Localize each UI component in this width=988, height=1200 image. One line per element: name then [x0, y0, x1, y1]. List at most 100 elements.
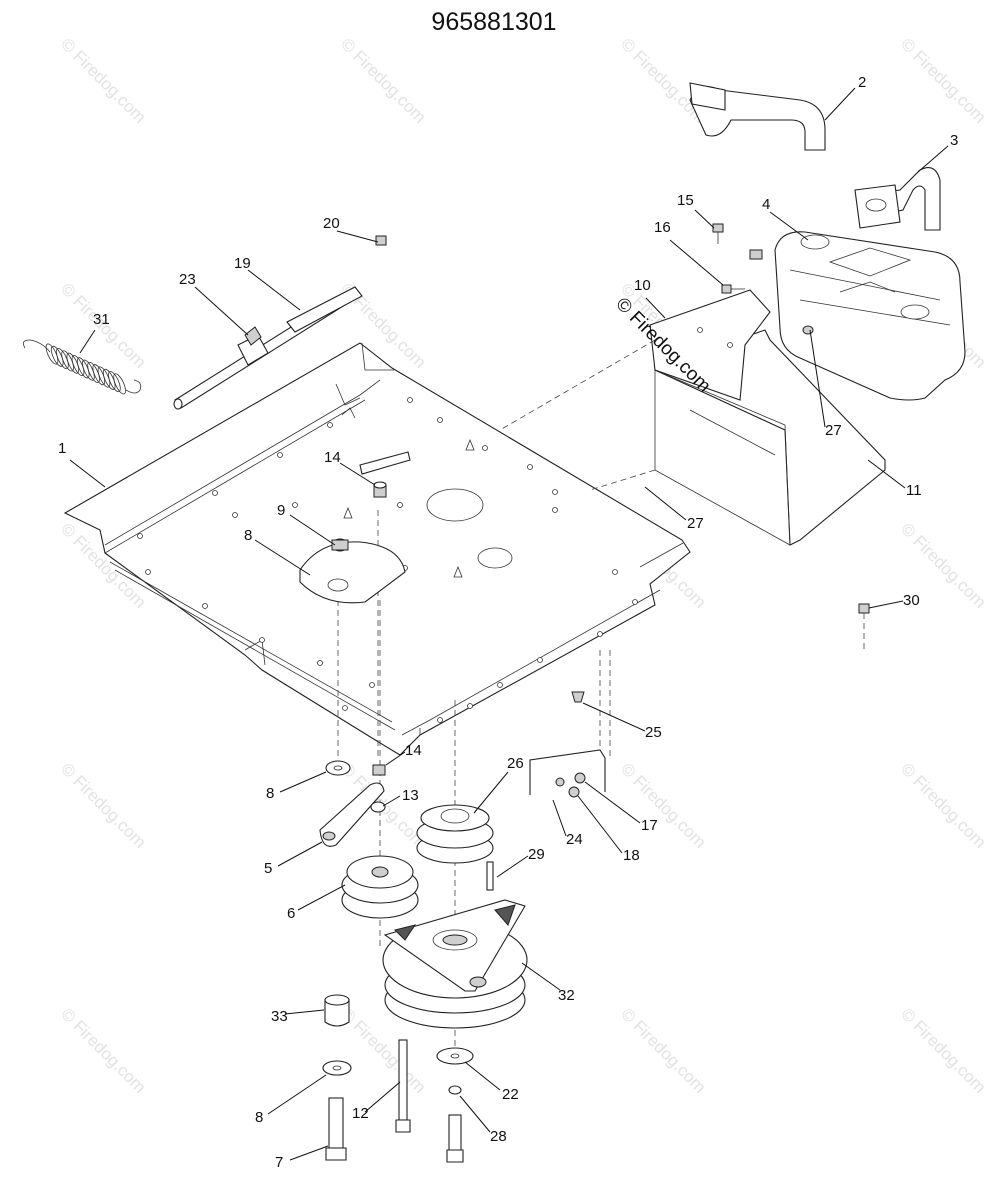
mounting-hole	[292, 502, 298, 508]
spring-coil	[71, 354, 85, 377]
mounting-hole	[437, 417, 443, 423]
watermark-text: © Firedog.com	[617, 759, 709, 851]
spring-coil	[76, 357, 90, 379]
leader-line-18	[577, 795, 623, 854]
part-label-25: 25	[645, 724, 662, 741]
mounting-hole	[202, 603, 208, 609]
leader-line-23	[194, 286, 249, 336]
leader-line-26	[473, 771, 509, 814]
leader-line-31	[79, 329, 96, 354]
leader-line-12	[364, 1081, 401, 1113]
muffler	[689, 82, 966, 401]
mounting-hole	[527, 464, 533, 470]
leader-line-19	[247, 269, 301, 311]
leader-line-33	[284, 1009, 325, 1015]
pivot-plate	[299, 538, 406, 604]
leader-line-11	[867, 459, 906, 489]
part-label-28: 28	[490, 1128, 507, 1145]
part-label-4: 4	[762, 196, 770, 213]
part-label-8: 8	[266, 785, 274, 802]
mounting-hole	[497, 682, 503, 688]
part-label-15: 15	[677, 192, 694, 209]
part-label-20: 20	[323, 215, 340, 232]
part-label-18: 18	[623, 847, 640, 864]
leader-line-32	[521, 962, 561, 991]
spring-coil	[113, 373, 126, 395]
leader-line-29	[496, 855, 529, 878]
part-label-8: 8	[244, 527, 252, 544]
leader-line-6	[297, 884, 346, 911]
idler-bracket	[529, 749, 606, 798]
part-label-27: 27	[825, 422, 842, 439]
spring-coil	[102, 368, 116, 390]
mounting-hole	[137, 533, 143, 539]
deck-plate	[63, 342, 691, 1050]
idler-arm	[319, 760, 386, 847]
callouts: 1234567910111213151617181920222324252628…	[58, 74, 958, 1171]
spring-coil	[92, 364, 106, 386]
leader-line-13	[382, 795, 401, 807]
part-label-30: 30	[903, 592, 920, 609]
watermark-text: © Firedog.com	[57, 759, 149, 851]
spring-coil	[50, 345, 64, 367]
mounting-hole	[612, 569, 618, 575]
part-label-8: 8	[255, 1109, 263, 1126]
bolt-25	[571, 691, 585, 703]
heat-shield	[499, 289, 886, 546]
leader-line-2	[824, 87, 856, 121]
lower-hardware	[322, 994, 474, 1163]
mounting-hole	[212, 490, 218, 496]
leader-line-10	[645, 297, 666, 319]
mounting-hole	[317, 660, 323, 666]
part-label-27: 27	[687, 515, 704, 532]
part-label-10: 10	[634, 277, 651, 294]
leader-line-22	[464, 1061, 501, 1091]
part-label-7: 7	[275, 1154, 283, 1171]
spring-coil	[45, 343, 59, 365]
leader-line-27	[644, 486, 687, 521]
mounting-hole	[327, 422, 333, 428]
leader-line-24	[552, 799, 567, 837]
leader-line-25	[582, 702, 646, 732]
spring-coil	[61, 350, 74, 372]
part-label-33: 33	[271, 1008, 288, 1025]
part-label-17: 17	[641, 817, 658, 834]
leader-line-7	[289, 1145, 329, 1161]
mounting-hole	[342, 705, 348, 711]
part-label-22: 22	[502, 1086, 519, 1103]
part-label-11: 11	[906, 482, 922, 499]
spring-coil	[56, 348, 69, 370]
leader-line-8	[254, 539, 311, 576]
mounting-hole	[437, 717, 443, 723]
part-label-3: 3	[950, 132, 958, 149]
leader-line-16	[669, 239, 724, 286]
mounting-hole	[467, 703, 473, 709]
part-label-5: 5	[264, 860, 272, 877]
leader-line-20	[336, 230, 379, 243]
idler-rod-assembly	[22, 235, 387, 410]
part-label-6: 6	[287, 905, 295, 922]
part-label-29: 29	[528, 846, 545, 863]
mounting-hole	[482, 445, 488, 451]
spring-coil	[87, 361, 100, 383]
pulley-26	[416, 804, 494, 864]
leader-line-14	[339, 462, 376, 486]
leader-line-9	[289, 514, 336, 546]
diagram-title: 965881301	[431, 8, 557, 36]
watermark-text: © Firedog.com	[57, 34, 149, 126]
watermark-text: © Firedog.com	[897, 759, 988, 851]
leader-line-4	[769, 211, 809, 241]
part-label-32: 32	[558, 987, 575, 1004]
mounting-hole	[397, 502, 403, 508]
spring-coil	[108, 371, 121, 393]
leader-line-8	[267, 1074, 327, 1115]
leader-line-27	[809, 329, 826, 428]
leader-line-8	[279, 771, 327, 793]
leader-line-17	[584, 781, 641, 824]
part-label-26: 26	[507, 755, 524, 772]
spring-coil	[97, 366, 111, 388]
part-label-24: 24	[566, 831, 583, 848]
leader-line-30	[868, 600, 904, 609]
bolt-14-top	[373, 481, 387, 498]
mounting-hole	[407, 397, 413, 403]
